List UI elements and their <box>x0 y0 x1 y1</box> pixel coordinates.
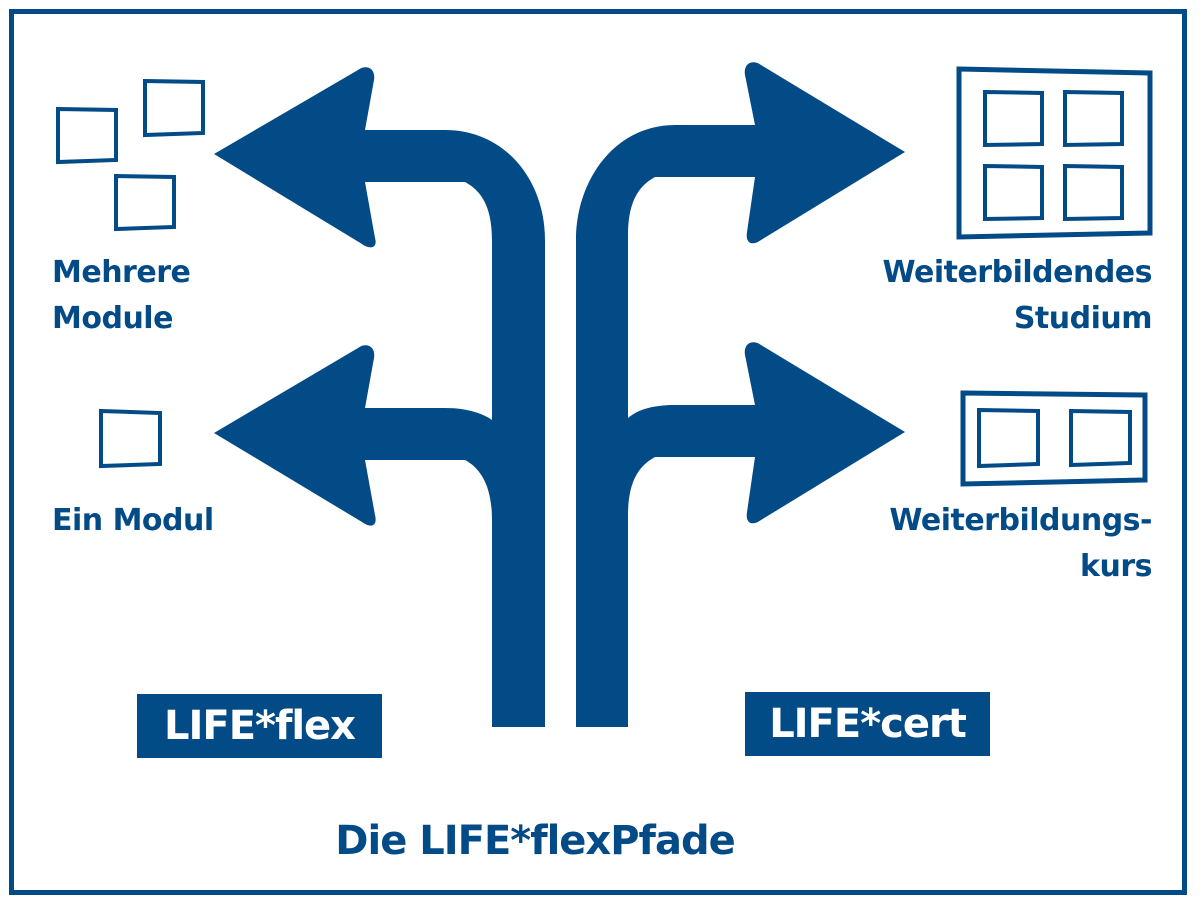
diagram-title: Die LIFE*flexPfade <box>335 818 735 864</box>
tag-life-flex: LIFE*flex <box>137 694 382 758</box>
label-mehrere-module: Mehrere Module <box>52 250 191 342</box>
single-module-icon <box>99 408 162 469</box>
arrow-lower-right <box>628 342 905 524</box>
arrow-lower-left <box>214 345 492 526</box>
label-line: Weiterbildendes <box>882 255 1152 290</box>
label-ein-modul: Ein Modul <box>52 503 214 538</box>
tag-life-cert: LIFE*cert <box>745 692 990 756</box>
four-pane-window-icon <box>956 66 1153 240</box>
label-line: Weiterbildungs- <box>889 503 1152 538</box>
diagram-frame <box>9 9 1187 895</box>
arrow-upper-right <box>576 62 905 728</box>
multiple-modules-icon <box>56 78 205 232</box>
two-pane-window-icon <box>960 390 1148 487</box>
label-line: kurs <box>1080 549 1152 584</box>
label-weiterbildungskurs: Weiterbildungs- kurs <box>889 498 1152 590</box>
label-line: Studium <box>1013 301 1153 336</box>
label-weiterbildendes-studium: Weiterbildendes Studium <box>882 250 1152 342</box>
arrow-upper-left <box>214 67 545 728</box>
label-line: Mehrere <box>52 255 191 290</box>
label-line: Module <box>52 301 173 336</box>
